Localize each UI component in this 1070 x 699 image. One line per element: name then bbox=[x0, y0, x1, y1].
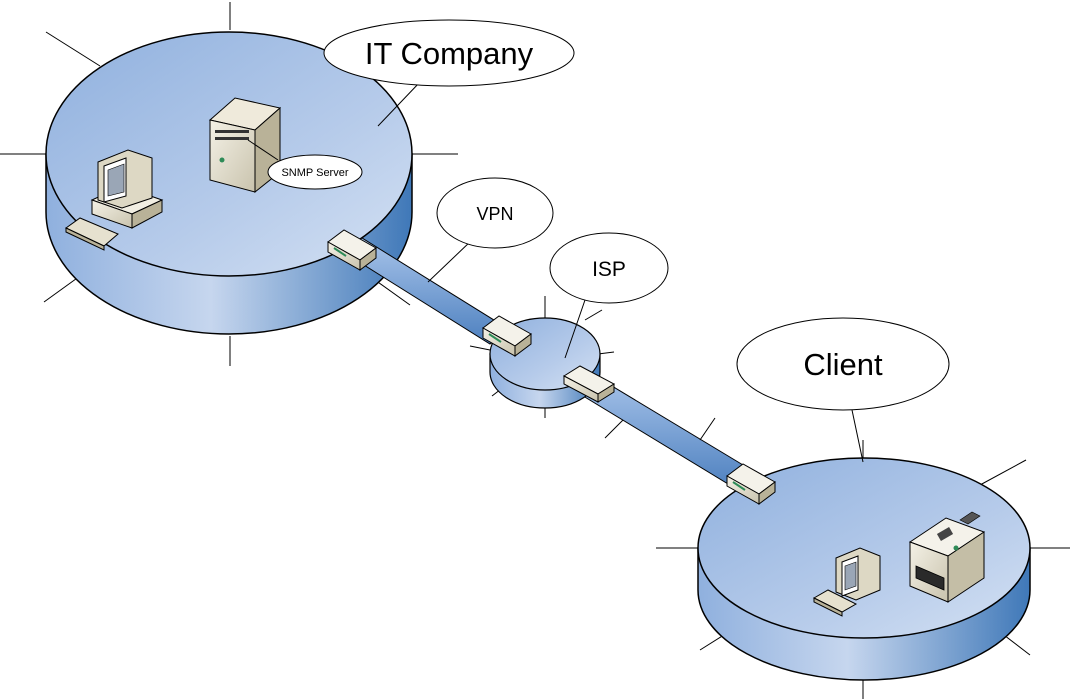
it-company-callout: IT Company bbox=[323, 19, 575, 127]
router-icon-it bbox=[327, 229, 377, 271]
it-company-rays bbox=[0, 2, 458, 366]
client-callout: Client bbox=[736, 317, 950, 463]
router-icon-isp-out bbox=[562, 365, 616, 403]
snmp-server-callout: SNMP Server bbox=[247, 139, 363, 190]
client-workstation-icon bbox=[812, 547, 881, 617]
vpn-label: VPN bbox=[476, 204, 513, 224]
snmp-server-label: SNMP Server bbox=[281, 167, 348, 179]
printer-icon bbox=[908, 511, 986, 603]
vpn-callout: VPN bbox=[427, 177, 554, 283]
workstation-icon bbox=[65, 149, 164, 251]
isp-callout: ISP bbox=[549, 232, 669, 359]
isp-label: ISP bbox=[592, 258, 626, 281]
router-icon-client bbox=[726, 463, 776, 505]
it-company-label: IT Company bbox=[365, 36, 534, 71]
server-icon bbox=[208, 97, 282, 194]
router-icon-isp-in bbox=[482, 315, 532, 357]
client-label: Client bbox=[803, 347, 883, 382]
